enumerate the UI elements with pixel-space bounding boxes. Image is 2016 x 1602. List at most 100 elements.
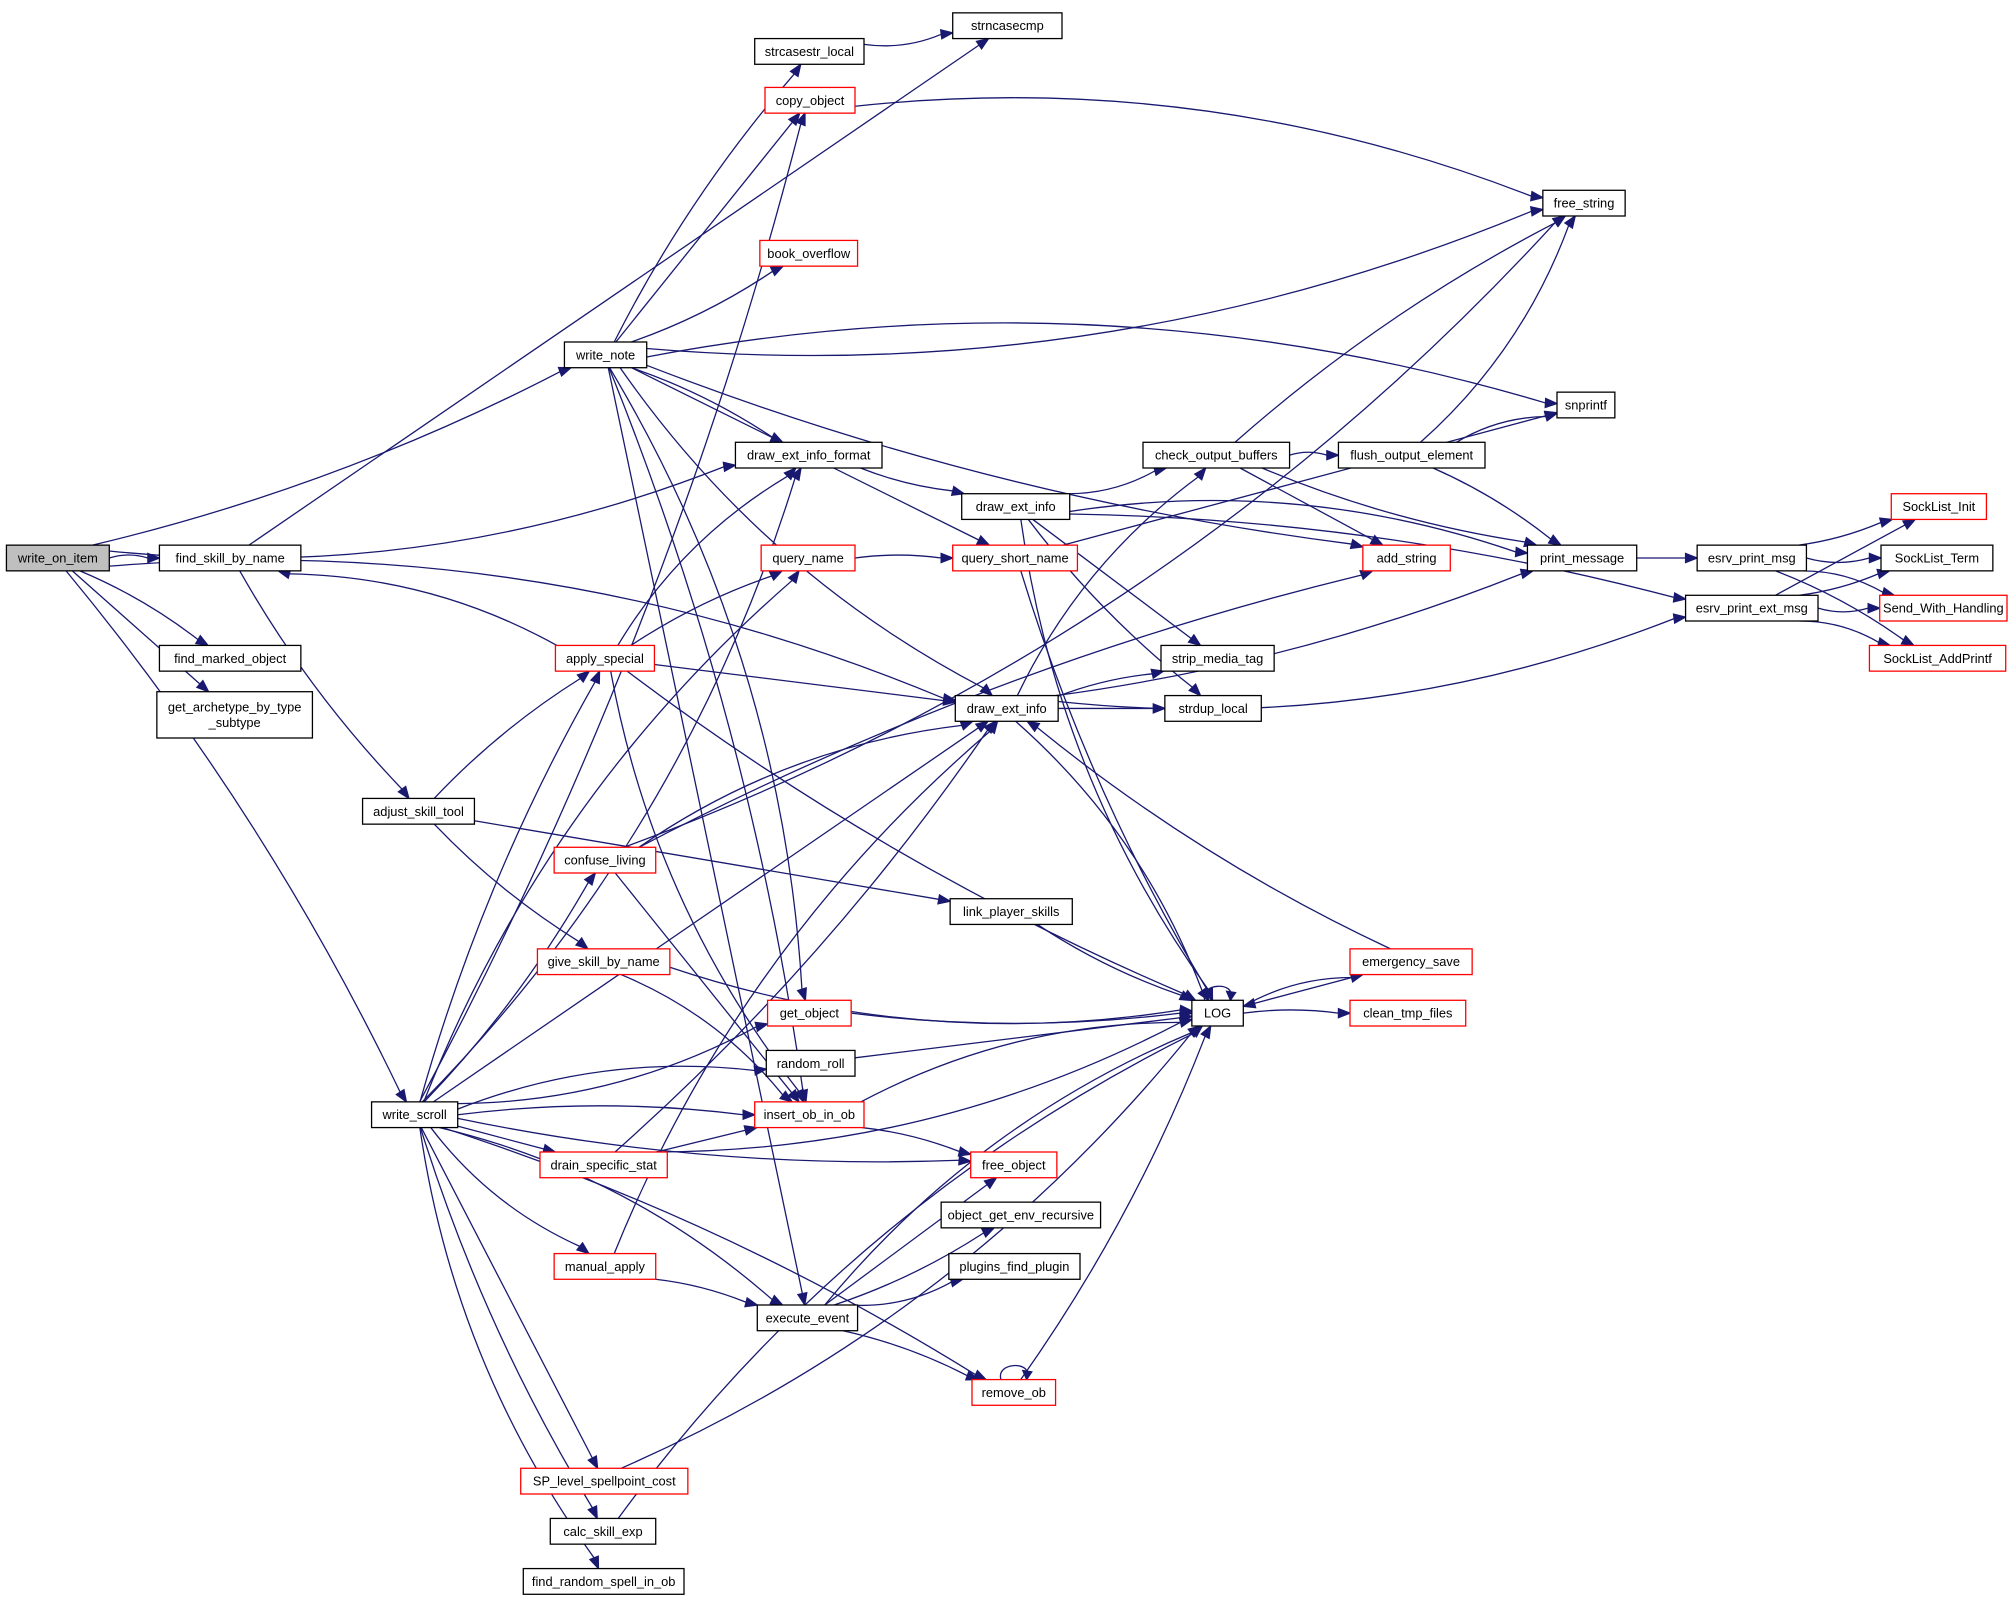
edge-layer: [65, 28, 1917, 1571]
arrowhead: [1349, 538, 1365, 550]
node-calc-skill-exp[interactable]: calc_skill_exp: [549, 1517, 657, 1545]
node-box: [563, 341, 648, 369]
node-free-string[interactable]: free_string: [1542, 189, 1626, 217]
node-get-archetype-by-type-subtype[interactable]: get_archetype_by_type_subtype: [156, 691, 314, 739]
edge-line: [1058, 617, 1675, 710]
node-plugins-find-plugin[interactable]: plugins_find_plugin: [948, 1252, 1081, 1280]
node-log[interactable]: LOG: [1191, 999, 1244, 1027]
node-box: [553, 846, 657, 874]
edge-line: [1775, 524, 1906, 596]
node-box: [949, 898, 1073, 926]
arrowhead: [1672, 613, 1688, 625]
node-box: [539, 1151, 668, 1179]
node-find-marked-object[interactable]: find_marked_object: [158, 644, 302, 672]
node-socklist-term[interactable]: SockList_Term: [1880, 544, 1994, 572]
edge-line: [861, 1126, 960, 1153]
node-random-roll[interactable]: random_roll: [765, 1049, 856, 1077]
edge-write_note-to-draw_ext_info_b: [619, 367, 994, 697]
edge-line: [421, 477, 796, 1103]
node-link-player-skills[interactable]: link_player_skills: [949, 898, 1073, 926]
edge-line: [1261, 467, 1526, 543]
edge-line: [646, 210, 1532, 357]
edge-line: [1456, 415, 1546, 443]
node-label: query_name: [772, 551, 843, 566]
node-label: esrv_print_ext_msg: [1696, 601, 1808, 616]
arrowhead: [1900, 634, 1916, 647]
node-adjust-skill-tool[interactable]: adjust_skill_tool: [361, 797, 476, 825]
node-emergency-save[interactable]: emergency_save: [1349, 948, 1473, 976]
edge-line: [1254, 973, 1363, 1004]
node-strip-media-tag[interactable]: strip_media_tag: [1160, 644, 1275, 672]
arrowhead: [1684, 552, 1699, 564]
node-draw-ext-info-b[interactable]: draw_ext_info: [954, 694, 1059, 722]
node-give-skill-by-name[interactable]: give_skill_by_name: [536, 948, 671, 976]
edge-write_scroll-to-query_name: [423, 569, 801, 1103]
node-box: [553, 1252, 657, 1280]
node-get-object[interactable]: get_object: [766, 999, 852, 1027]
node-query-short-name[interactable]: query_short_name: [952, 544, 1079, 572]
arrowhead: [768, 570, 784, 582]
node-socklist-addprintf[interactable]: SockList_AddPrintf: [1868, 644, 2007, 672]
node-flush-output-element[interactable]: flush_output_element: [1337, 441, 1486, 469]
node-box: [156, 691, 314, 739]
edge-confuse_living-to-draw_ext_info_b: [638, 720, 975, 848]
node-find-skill-by-name[interactable]: find_skill_by_name: [158, 544, 302, 572]
node-manual-apply[interactable]: manual_apply: [553, 1252, 657, 1280]
arrowhead: [779, 1090, 794, 1103]
edge-esrv_print_ext_msg-to-SockList_AddPrintf: [1799, 620, 1892, 648]
edge-line: [860, 467, 953, 492]
arrowhead: [1200, 1024, 1212, 1040]
edge-line: [1020, 570, 1208, 991]
node-execute-event[interactable]: execute_event: [756, 1304, 859, 1332]
edge-write_on_item-to-find_marked_object: [79, 570, 210, 647]
edge-line: [857, 1281, 952, 1307]
node-query-name[interactable]: query_name: [760, 544, 856, 572]
arrowhead: [743, 1125, 759, 1136]
node-clean-tmp-files[interactable]: clean_tmp_files: [1349, 999, 1467, 1027]
node-label: LOG: [1204, 1006, 1231, 1021]
node-label: write_on_item: [17, 551, 98, 566]
node-add-string[interactable]: add_string: [1362, 544, 1451, 572]
node-object-get-env-recursive[interactable]: object_get_env_recursive: [940, 1201, 1102, 1229]
node-write-scroll[interactable]: write_scroll: [370, 1101, 459, 1129]
arrowhead: [583, 871, 597, 887]
edge-line: [1432, 467, 1552, 540]
arrowhead: [588, 1555, 600, 1571]
edge-esrv_print_ext_msg-to-SockList_Term: [1799, 568, 1892, 596]
node-apply-special[interactable]: apply_special: [554, 644, 656, 672]
edge-write_scroll-to-free_object: [457, 1117, 973, 1166]
node-confuse-living[interactable]: confuse_living: [553, 846, 657, 874]
node-find-random-spell-in-ob[interactable]: find_random_spell_in_ob: [522, 1567, 685, 1595]
node-esrv-print-msg[interactable]: esrv_print_msg: [1696, 544, 1808, 572]
node-copy-object[interactable]: copy_object: [764, 86, 856, 114]
node-draw-ext-info-a[interactable]: draw_ext_info: [961, 493, 1071, 521]
node-book-overflow[interactable]: book_overflow: [759, 239, 859, 267]
node-write-on-item[interactable]: write_on_item: [5, 544, 110, 572]
node-box: [1868, 644, 2007, 672]
node-write-note[interactable]: write_note: [563, 341, 648, 369]
edge-line: [457, 1105, 744, 1116]
node-esrv-print-ext-msg[interactable]: esrv_print_ext_msg: [1684, 594, 1819, 622]
edge-line: [1032, 518, 1192, 639]
node-print-message[interactable]: print_message: [1526, 544, 1638, 572]
node-remove-ob[interactable]: remove_ob: [971, 1378, 1057, 1406]
arrowhead: [1672, 591, 1688, 603]
node-box: [1160, 644, 1275, 672]
node-insert-ob-in-ob[interactable]: insert_ob_in_ob: [754, 1101, 865, 1129]
node-label: query_short_name: [962, 551, 1069, 566]
node-strdup-local[interactable]: strdup_local: [1164, 694, 1262, 722]
node-check-output-buffers[interactable]: check_output_buffers: [1142, 441, 1291, 469]
node-draw-ext-info-format[interactable]: draw_ext_info_format: [734, 441, 883, 469]
node-strcasestr-local[interactable]: strcasestr_local: [754, 37, 865, 65]
arrowhead: [1551, 215, 1567, 228]
node-drain-specific-stat[interactable]: drain_specific_stat: [539, 1151, 668, 1179]
arrowhead: [1514, 546, 1530, 558]
node-strncasecmp[interactable]: strncasecmp: [952, 12, 1063, 40]
arrowhead: [940, 552, 955, 564]
node-send-with-handling[interactable]: Send_With_Handling: [1879, 594, 2008, 622]
node-snprintf[interactable]: snprintf: [1556, 391, 1616, 419]
edge-line: [1420, 225, 1570, 443]
node-sp-level-spellpoint-cost[interactable]: SP_level_spellpoint_cost: [520, 1467, 689, 1495]
node-socklist-init[interactable]: SockList_Init: [1890, 493, 1988, 521]
node-free-object[interactable]: free_object: [970, 1151, 1058, 1179]
